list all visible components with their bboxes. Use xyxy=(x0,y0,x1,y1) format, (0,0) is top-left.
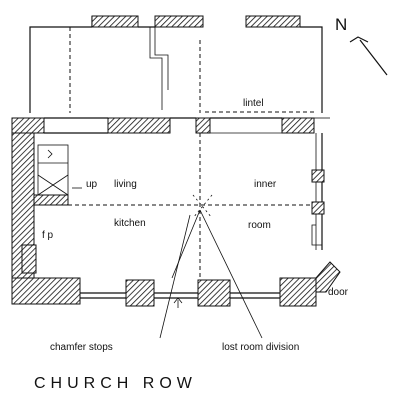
room-divisions xyxy=(68,133,320,339)
kitchen-label: kitchen xyxy=(114,218,146,229)
north-label: N xyxy=(335,15,347,34)
chamfer-stops-label: chamfer stops xyxy=(50,342,113,353)
living-label: living xyxy=(114,179,137,190)
middle-wall xyxy=(11,111,330,134)
rear-wall-hatching xyxy=(91,15,301,28)
room-label: room xyxy=(248,220,271,231)
fireplace-label: f p xyxy=(42,230,54,241)
rear-range-outline xyxy=(29,16,323,113)
left-wall xyxy=(11,132,81,305)
stair-up-label: up xyxy=(86,179,98,190)
street-title: CHURCH ROW xyxy=(34,375,197,392)
inner-label: inner xyxy=(254,179,277,190)
lost-room-division-label: lost room division xyxy=(222,342,299,353)
staircase xyxy=(37,144,82,196)
front-wall xyxy=(80,261,341,308)
north-arrow: N xyxy=(335,15,388,76)
lintel-label: lintel xyxy=(243,98,264,109)
right-wall xyxy=(311,133,325,250)
door-label: door xyxy=(328,287,349,298)
